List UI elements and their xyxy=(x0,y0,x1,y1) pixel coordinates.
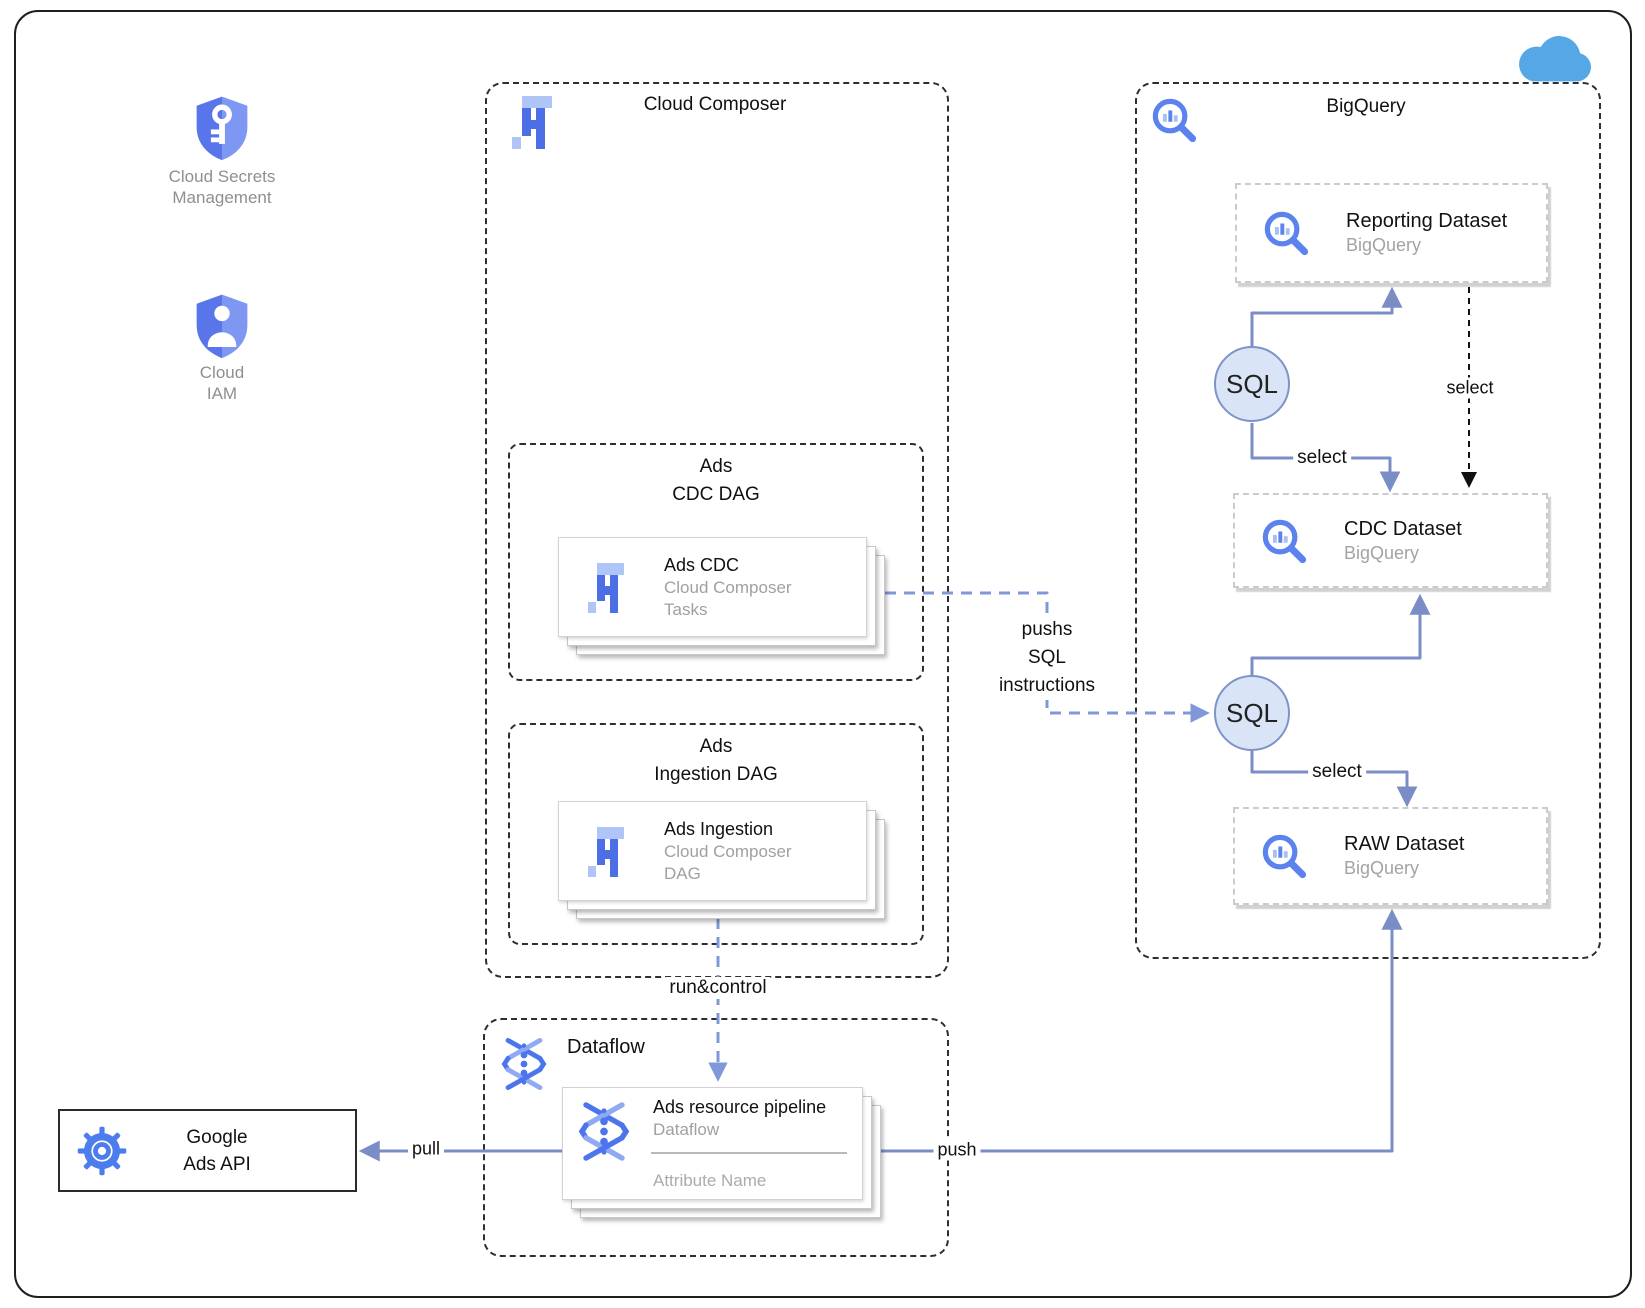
pipeline-card-title: Ads resource pipeline xyxy=(653,1097,827,1117)
ads-ingestion-card-sub2: DAG xyxy=(664,864,701,883)
google-ads-api-label-line1: Google xyxy=(186,1126,248,1148)
run-control-label: run&control xyxy=(665,977,771,999)
dataflow-icon xyxy=(578,1102,630,1161)
cloud-iam-label-line2: IAM xyxy=(206,384,238,403)
ads-cdc-card: Ads CDC Cloud Composer Tasks xyxy=(558,537,885,655)
cloud-iam-icon xyxy=(196,294,248,359)
ads-ingestion-card-sub1: Cloud Composer xyxy=(664,842,792,861)
bigquery-icon xyxy=(1152,98,1197,143)
pushs-sql-instructions-label: pushs SQL instructions xyxy=(994,616,1100,700)
select-label-sql1-cdc: select xyxy=(1293,447,1351,469)
sql-node-2: SQL xyxy=(1214,675,1290,751)
ads-ingestion-dag-title-line1: Ads xyxy=(699,736,733,757)
google-ads-api-node: Google Ads API xyxy=(58,1109,357,1192)
ads-cdc-dag-title-line1: Ads xyxy=(699,456,733,477)
dataflow-icon xyxy=(501,1038,547,1090)
ads-ingestion-dag-title: Ads Ingestion DAG xyxy=(510,733,922,789)
cloud-secrets-label: Cloud Secrets Management xyxy=(142,166,302,208)
person-icon xyxy=(214,305,230,322)
pushs-label-line3: instructions xyxy=(998,675,1096,696)
pushs-label-line1: pushs xyxy=(1021,619,1073,640)
ads-cdc-card-face: Ads CDC Cloud Composer Tasks xyxy=(558,537,867,637)
ads-ingestion-dag-title-line2: Ingestion DAG xyxy=(654,764,778,785)
cloud-composer-icon xyxy=(588,827,624,877)
ads-cdc-card-sub2: Tasks xyxy=(664,600,708,619)
pipeline-card-divider xyxy=(651,1152,847,1154)
cloud-composer-icon xyxy=(512,96,552,149)
pipeline-card-sub: Dataflow xyxy=(653,1120,720,1139)
bigquery-icon xyxy=(1262,834,1307,879)
google-ads-api-label-line2: Ads API xyxy=(183,1153,251,1175)
diagram-border xyxy=(14,10,1632,1298)
dataflow-title: Dataflow xyxy=(567,1036,645,1058)
bigquery-icon xyxy=(1262,519,1307,563)
reporting-dataset-subtitle: BigQuery xyxy=(1346,235,1422,255)
push-label: push xyxy=(933,1139,981,1161)
sql-node-1: SQL xyxy=(1214,346,1290,422)
select-label-sql2-raw: select xyxy=(1308,761,1366,783)
cdc-dataset-subtitle: BigQuery xyxy=(1344,542,1420,563)
raw-dataset-node: RAW Dataset BigQuery xyxy=(1233,807,1548,905)
bigquery-icon xyxy=(1264,211,1309,256)
cloud-secrets-label-line2: Management xyxy=(172,188,272,207)
ads-cdc-dag-title-line2: CDC DAG xyxy=(672,484,760,505)
ads-cdc-card-title: Ads CDC xyxy=(664,555,740,575)
gear-icon xyxy=(77,1126,127,1175)
ads-ingestion-card-face: Ads Ingestion Cloud Composer DAG xyxy=(558,801,867,901)
ads-ingestion-card-title: Ads Ingestion xyxy=(664,819,774,839)
cloud-iam-label: Cloud IAM xyxy=(142,362,302,404)
cloud-icon xyxy=(1519,36,1591,82)
ads-cdc-card-sub1: Cloud Composer xyxy=(664,578,792,597)
pull-label: pull xyxy=(407,1138,445,1160)
cloud-secrets-icon xyxy=(196,96,248,161)
cloud-secrets-label-line1: Cloud Secrets xyxy=(168,167,276,186)
cdc-dataset-node: CDC Dataset BigQuery xyxy=(1233,493,1548,588)
reporting-dataset-node: Reporting Dataset BigQuery xyxy=(1235,183,1548,283)
pipeline-card-face: Ads resource pipeline Dataflow Attribute… xyxy=(562,1087,863,1200)
raw-dataset-title: RAW Dataset xyxy=(1344,833,1465,855)
ads-resource-pipeline-card: Ads resource pipeline Dataflow Attribute… xyxy=(562,1087,881,1218)
raw-dataset-subtitle: BigQuery xyxy=(1344,858,1420,878)
bigquery-title: BigQuery xyxy=(1326,96,1406,117)
cloud-iam-label-line1: Cloud xyxy=(199,363,245,382)
select-label-reporting-cdc: select xyxy=(1442,377,1498,399)
reporting-dataset-title: Reporting Dataset xyxy=(1346,210,1508,232)
ads-ingestion-card: Ads Ingestion Cloud Composer DAG xyxy=(558,801,885,919)
pushs-label-line2: SQL xyxy=(1027,647,1067,668)
cloud-composer-title: Cloud Composer xyxy=(643,94,787,115)
cloud-composer-icon xyxy=(588,563,624,613)
cdc-dataset-title: CDC Dataset xyxy=(1344,517,1462,540)
ads-cdc-dag-title: Ads CDC DAG xyxy=(510,453,922,509)
pipeline-card-attribute: Attribute Name xyxy=(653,1171,767,1190)
ads-cdc-dag-container: Ads CDC DAG xyxy=(508,443,924,681)
